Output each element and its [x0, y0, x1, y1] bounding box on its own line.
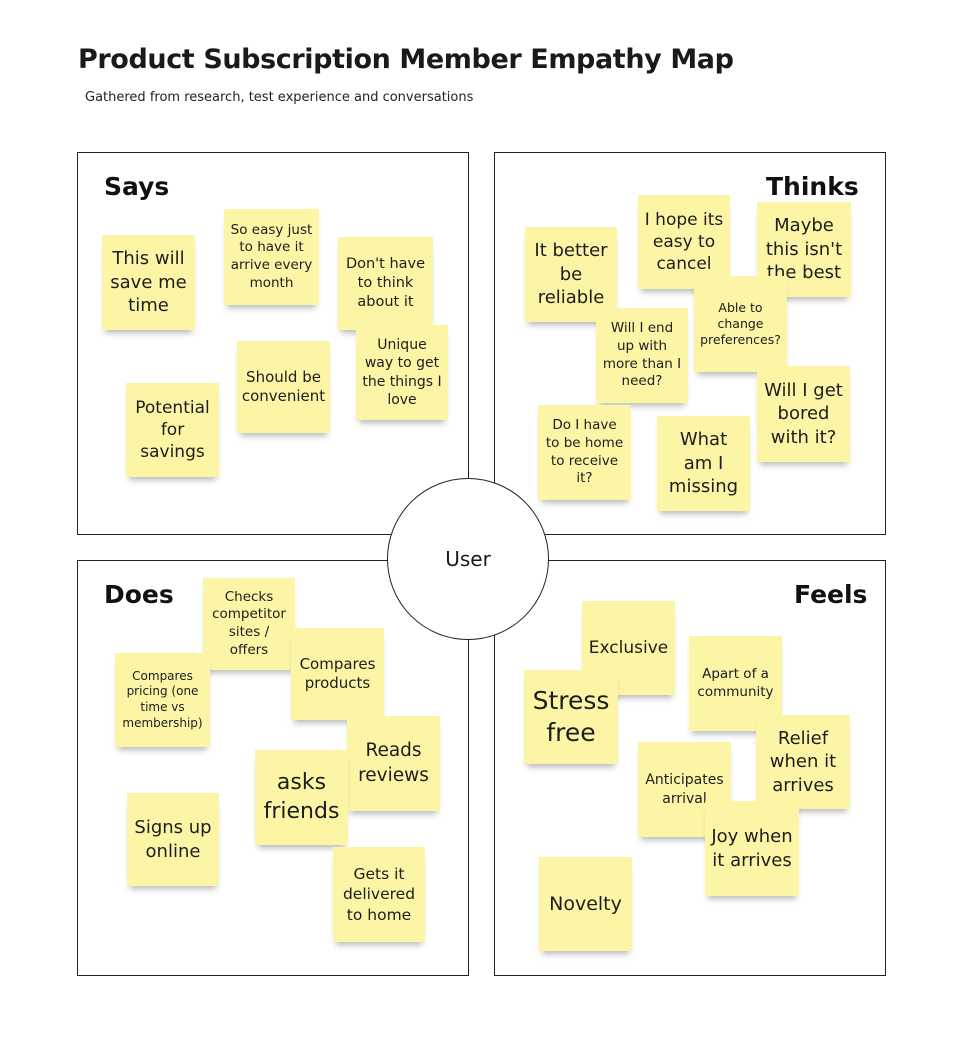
sticky-note[interactable]: Stress free — [524, 670, 618, 764]
page-subtitle: Gathered from research, test experience … — [85, 90, 474, 105]
sticky-note[interactable]: Novelty — [539, 857, 632, 951]
sticky-note[interactable]: Able to change preferences? — [694, 276, 787, 372]
quadrant-title-says: Says — [104, 172, 170, 201]
sticky-note[interactable]: Unique way to get the things I love — [356, 325, 448, 420]
sticky-note[interactable]: Joy when it arrives — [705, 801, 799, 896]
sticky-note[interactable]: This will save me time — [102, 235, 195, 330]
sticky-note[interactable]: Reads reviews — [347, 716, 440, 811]
page-title: Product Subscription Member Empathy Map — [78, 44, 734, 75]
user-label: User — [445, 547, 491, 571]
sticky-note[interactable]: Do I have to be home to receive it? — [538, 405, 631, 500]
sticky-note[interactable]: Will I get bored with it? — [757, 366, 850, 462]
sticky-note[interactable]: Compares pricing (one time vs membership… — [115, 653, 210, 747]
quadrant-title-does: Does — [104, 580, 174, 609]
sticky-note[interactable]: What am I missing — [657, 416, 750, 511]
quadrant-title-feels: Feels — [794, 580, 868, 609]
sticky-note[interactable]: Will I end up with more than I need? — [596, 308, 688, 403]
quadrant-title-thinks: Thinks — [766, 172, 859, 201]
sticky-note[interactable]: Compares products — [291, 628, 384, 720]
sticky-note[interactable]: So easy just to have it arrive every mon… — [224, 209, 319, 305]
sticky-note[interactable]: Gets it delivered to home — [333, 847, 425, 942]
sticky-note[interactable]: Relief when it arrives — [756, 715, 850, 809]
sticky-note[interactable]: Exclusive — [582, 601, 675, 695]
sticky-note[interactable]: Should be convenient — [237, 341, 330, 433]
sticky-note[interactable]: asks friends — [255, 750, 348, 845]
user-circle: User — [387, 478, 549, 640]
sticky-note[interactable]: Potential for savings — [126, 383, 219, 477]
sticky-note[interactable]: Anticipates arrival — [638, 742, 731, 837]
sticky-note[interactable]: I hope its easy to cancel — [638, 195, 730, 289]
sticky-note[interactable]: Checks competitor sites / offers — [203, 578, 295, 670]
sticky-note[interactable]: Signs up online — [127, 793, 219, 886]
sticky-note[interactable]: It better be reliable — [525, 227, 617, 322]
sticky-note[interactable]: Don't have to think about it — [338, 237, 433, 330]
